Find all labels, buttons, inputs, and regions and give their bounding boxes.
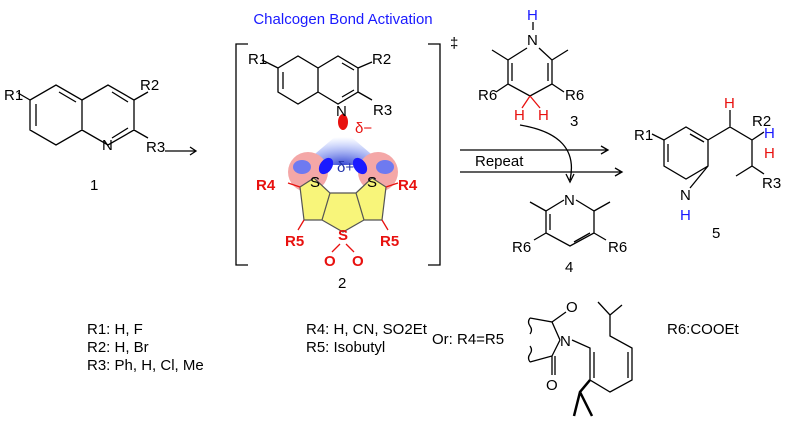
c5-h-red: H: [764, 145, 775, 162]
c2-o-right: O: [352, 253, 364, 270]
dagger: ‡: [450, 35, 458, 52]
title: Chalcogen Bond Activation: [253, 11, 432, 28]
c5-r2: R2: [752, 113, 771, 130]
c3-r6-right: R6: [565, 87, 584, 104]
c1-r2: R2: [140, 77, 159, 94]
c3-n: N: [527, 32, 538, 49]
c2-r1: R1: [248, 51, 267, 68]
c4-r6-right: R6: [608, 239, 627, 256]
substituent-legend: R1: H, F R2: H, Br R3: Ph, H, Cl, Me R4:…: [87, 321, 740, 374]
product-5: R1 H R2 H H R3 N H 5: [634, 95, 781, 242]
imide-structure: O O N: [527, 299, 633, 417]
brackets: [235, 43, 441, 266]
legend-r2: R2: H, Br: [87, 339, 149, 356]
imide-o-bottom: O: [546, 377, 558, 394]
reaction-arrows: [460, 145, 624, 177]
c3-number: 3: [570, 113, 578, 130]
c1-number: 1: [90, 177, 98, 194]
c3-r6-left: R6: [478, 87, 497, 104]
c2-s-right: S: [367, 174, 377, 191]
c5-h-nh: H: [680, 207, 691, 224]
repeat-label: Repeat: [475, 153, 524, 170]
arrow-1: [165, 146, 198, 156]
c2-s-left: S: [310, 174, 320, 191]
c2-r3: R3: [373, 102, 392, 119]
legend-r3: R3: Ph, H, Cl, Me: [87, 357, 204, 374]
c5-h-blue: H: [764, 125, 775, 142]
c5-h-top: H: [724, 95, 735, 112]
legend-or: Or: R4=R5: [432, 331, 504, 348]
c2-n: N: [336, 103, 347, 120]
c2-o-left: O: [324, 253, 336, 270]
legend-r4: R4: H, CN, SO2Et: [306, 321, 428, 338]
legend-r6: R6:COOEt: [667, 321, 740, 338]
c2-r4-left: R4: [256, 177, 276, 194]
c1-r3: R3: [146, 139, 165, 156]
imide-n: N: [560, 333, 571, 350]
c2-s-center: S: [338, 227, 348, 244]
imide-o-top: O: [566, 299, 578, 316]
c5-number: 5: [712, 225, 720, 242]
c1-n: N: [102, 137, 113, 154]
c3-h-right: H: [538, 107, 549, 124]
c2-r2: R2: [372, 51, 391, 68]
c2-r5-right: R5: [380, 233, 399, 250]
delta-minus: δ−: [355, 120, 372, 137]
c5-r3: R3: [762, 175, 781, 192]
legend-r5: R5: Isobutyl: [306, 339, 385, 356]
complex-2: R1 R2 R3 N δ− δ+ S S S R4 R4 R5 R5 O O 2: [248, 51, 418, 292]
delta-plus: δ+: [337, 159, 354, 176]
compound-4: N R6 R6 4: [512, 192, 627, 276]
c1-r1: R1: [4, 87, 23, 104]
compound-1: R1 R2 R3 N 1: [4, 77, 165, 194]
c5-r1: R1: [634, 127, 653, 144]
c2-r5-left: R5: [285, 233, 304, 250]
legend-r1: R1: H, F: [87, 321, 143, 338]
c5-n: N: [680, 187, 691, 204]
c4-number: 4: [565, 259, 573, 276]
c4-r6-left: R6: [512, 239, 531, 256]
curved-arrow: [519, 124, 575, 184]
compound-3: H N R6 R6 H H 3: [478, 7, 584, 130]
c2-number: 2: [338, 275, 346, 292]
c4-n: N: [564, 192, 575, 209]
c2-r4-right: R4: [398, 177, 418, 194]
c3-h: H: [527, 7, 538, 24]
c3-h-left: H: [514, 107, 525, 124]
